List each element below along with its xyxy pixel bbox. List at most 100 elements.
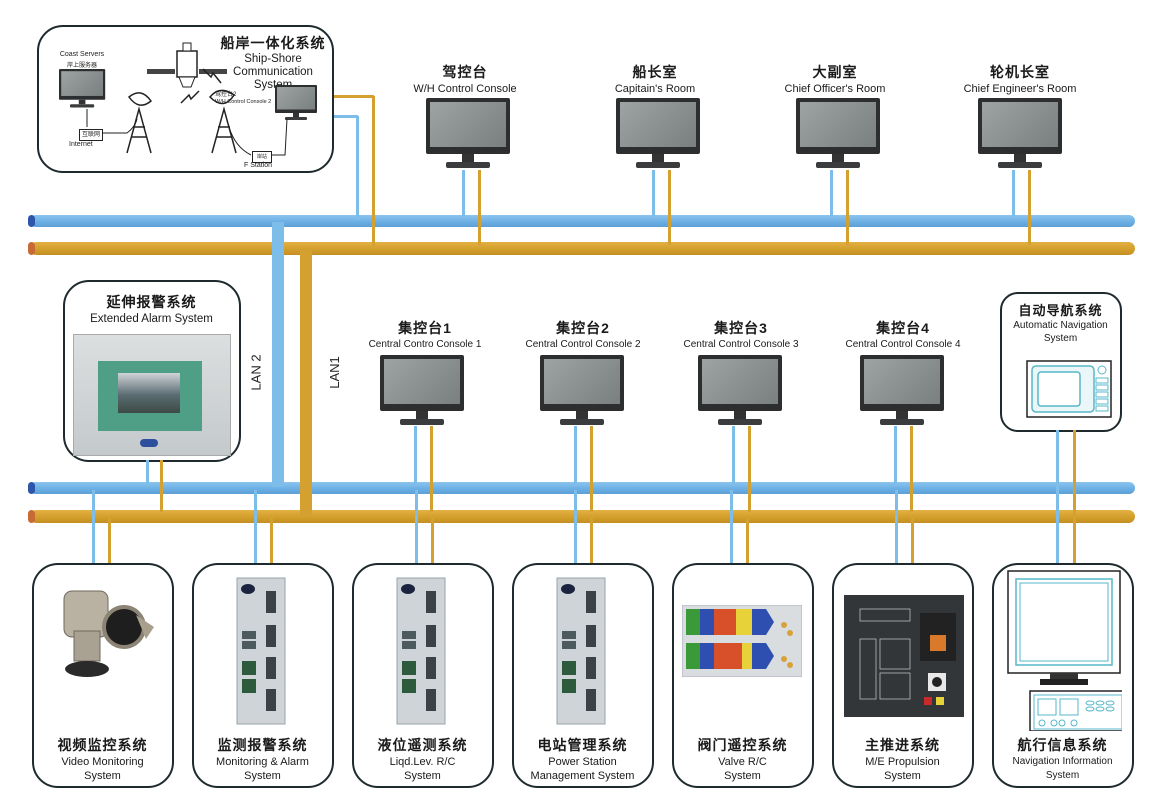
drop-lan2 — [895, 490, 898, 568]
io-module-icon — [396, 577, 446, 725]
ship-shore-title-en-2: Communication System — [233, 66, 313, 91]
navigation-workstation-icon — [1007, 570, 1122, 731]
subsystem-en-1: Video Monitoring — [61, 756, 144, 768]
drop-lan2 — [732, 426, 735, 486]
subsystem-en-1: Liqd.Lev. R/C — [389, 756, 456, 768]
lan1-bus-upper — [28, 242, 1135, 255]
valve-mimic-panel-icon — [682, 605, 802, 677]
central-console-label: 集控台1 Central Contro Console 1 — [360, 318, 490, 352]
subsystem-valve-rc[interactable]: 阀门遥控系统 Valve R/C System — [672, 563, 814, 788]
ship-shore-communication-system: 船岸一体化系统 Ship-Shore Communication System … — [37, 25, 334, 173]
drop-lan1 — [590, 518, 593, 568]
subsystem-zh: 监测报警系统 — [217, 737, 308, 753]
subsystem-en-1: Power Station — [548, 756, 617, 768]
central-console-3-monitor[interactable] — [698, 355, 782, 427]
drop-lan2 — [146, 460, 149, 486]
central-console-zh: 集控台3 — [714, 320, 768, 336]
automatic-navigation-system[interactable]: 自动导航系统 Automatic Navigation System — [1000, 292, 1122, 432]
subsystem-zh: 主推进系统 — [865, 737, 940, 753]
drop-lan1 — [590, 426, 593, 512]
coast-server-monitor-icon — [59, 69, 106, 109]
subsystem-monitoring-alarm[interactable]: 监测报警系统 Monitoring & Alarm System — [192, 563, 334, 788]
drop-lan2 — [1056, 430, 1059, 570]
top-console-label: 轮机长室 Chief Engineer's Room — [955, 62, 1085, 96]
ship-antenna-icon — [208, 89, 237, 154]
captain-room-monitor[interactable] — [616, 98, 700, 170]
wh-console-2-label-zh: 驾控台2 — [215, 92, 237, 98]
drop-lan2 — [254, 490, 257, 568]
internet-label: Internet — [69, 141, 93, 148]
extended-alarm-zh: 延伸报警系统 — [106, 294, 197, 310]
top-console-zh: 驾控台 — [442, 64, 488, 80]
ship-shore-title-en-1: Ship-Shore — [244, 53, 302, 65]
subsystem-en-2: Management System — [530, 770, 635, 782]
subsystem-en-2: System — [884, 770, 921, 782]
alarm-touch-panel-icon — [73, 334, 231, 456]
drop-lan1 — [910, 426, 913, 512]
subsystem-en-1: Valve R/C — [718, 756, 767, 768]
subsystem-en-2: System — [84, 770, 121, 782]
wh-console-2-monitor-icon — [275, 85, 317, 121]
central-console-label: 集控台2 Central Control Console 2 — [518, 318, 648, 352]
drop-lan2 — [574, 490, 577, 568]
subsystem-en-1: Monitoring & Alarm — [216, 756, 309, 768]
auto-nav-en-2: System — [1043, 333, 1078, 344]
top-console-zh: 轮机长室 — [990, 64, 1050, 80]
wh-control-console-monitor[interactable] — [426, 98, 510, 170]
subsystem-zh: 视频监控系统 — [57, 737, 148, 753]
drop-lan2 — [574, 426, 577, 486]
top-console-en: Chief Officer's Room — [784, 83, 886, 95]
subsystem-zh: 阀门遥控系统 — [697, 737, 788, 753]
subsystem-me-propulsion[interactable]: 主推进系统 M/E Propulsion System — [832, 563, 974, 788]
subsystem-en-1: M/E Propulsion — [865, 756, 940, 768]
central-console-1-monitor[interactable] — [380, 355, 464, 427]
drop-lan2 — [462, 170, 465, 218]
extended-alarm-en: Extended Alarm System — [90, 313, 213, 325]
drop-lan2 — [730, 490, 733, 568]
drop-lan2 — [414, 426, 417, 486]
central-console-2-monitor[interactable] — [540, 355, 624, 427]
drop-lan1 — [1028, 170, 1031, 245]
top-console-en: W/H Control Console — [413, 83, 517, 95]
top-console-zh: 大副室 — [812, 64, 858, 80]
signal-bolt-icon — [202, 68, 222, 84]
top-console-en: Chief Engineer's Room — [963, 83, 1077, 95]
central-console-en: Central Contro Console 1 — [368, 339, 482, 350]
extended-alarm-system[interactable]: 延伸报警系统 Extended Alarm System — [63, 280, 241, 462]
io-module-icon — [236, 577, 286, 725]
subsystem-en-2: System — [724, 770, 761, 782]
subsystem-en-2: System — [404, 770, 441, 782]
station-label: F Station — [244, 162, 273, 169]
auto-nav-en-1: Automatic Navigation — [1013, 320, 1108, 331]
auto-nav-zh: 自动导航系统 — [1018, 303, 1103, 318]
autopilot-unit-icon — [1026, 360, 1112, 418]
coast-servers-label-zh: 岸上服务器 — [66, 63, 97, 69]
drop-lan2 — [1012, 170, 1015, 218]
satellite-icon — [147, 42, 227, 88]
central-console-en: Central Control Console 4 — [845, 339, 961, 350]
central-console-en: Central Control Console 2 — [525, 339, 641, 350]
subsystem-video-monitoring[interactable]: 视频监控系统 Video Monitoring System — [32, 563, 174, 788]
subsystem-en-1: Navigation Information — [1012, 756, 1113, 767]
ship-shore-lan2-link — [320, 115, 358, 118]
subsystem-zh: 电站管理系统 — [537, 737, 628, 753]
subsystem-power-station[interactable]: 电站管理系统 Power Station Management System — [512, 563, 654, 788]
propulsion-control-panel-icon — [844, 595, 964, 717]
central-console-4-monitor[interactable] — [860, 355, 944, 427]
subsystem-navigation-information[interactable]: 航行信息系统 Navigation Information System — [992, 563, 1134, 788]
drop-lan2 — [92, 490, 95, 568]
wh-console-2-label: W/H Control Console 2 — [215, 99, 272, 105]
drop-lan1 — [746, 518, 749, 568]
drop-lan1 — [1073, 430, 1076, 570]
chief-officer-room-monitor[interactable] — [796, 98, 880, 170]
central-console-en: Central Control Console 3 — [683, 339, 799, 350]
subsystem-liquid-level[interactable]: 液位遥测系统 Liqd.Lev. R/C System — [352, 563, 494, 788]
lan1-bus-lower — [28, 510, 1135, 523]
drop-lan2 — [894, 426, 897, 486]
central-console-zh: 集控台2 — [556, 320, 610, 336]
drop-lan1 — [668, 170, 671, 245]
ship-shore-lan2-drop — [356, 116, 359, 220]
chief-engineer-room-monitor[interactable] — [978, 98, 1062, 170]
subsystem-en-2: System — [1045, 770, 1080, 781]
drop-lan1 — [911, 518, 914, 568]
